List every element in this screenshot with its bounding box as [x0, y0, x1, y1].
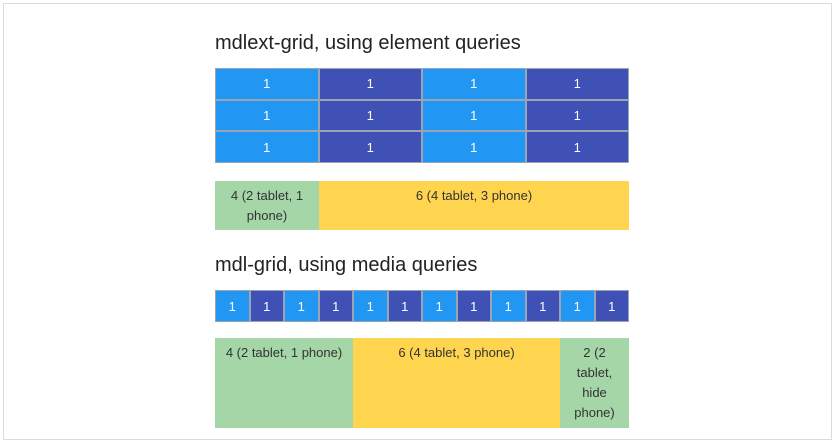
media-queries-mixed-row: 4 (2 tablet, 1 phone) 6 (4 tablet, 3 pho… [215, 338, 629, 428]
grid-cell: 1 [318, 290, 353, 322]
grid-cell: 1 [594, 290, 629, 322]
grid-cell: 1 [422, 99, 526, 132]
grid-cell: 1 [525, 131, 629, 163]
grid-cell: 1 [215, 290, 250, 322]
span-6-block: 6 (4 tablet, 3 phone) [353, 338, 560, 428]
span-2-block: 2 (2 tablet, hide phone) [560, 338, 629, 428]
grid-cell: 1 [560, 290, 595, 322]
grid-cell: 1 [284, 290, 319, 322]
element-queries-mixed-row: 4 (2 tablet, 1 phone) 6 (4 tablet, 3 pho… [215, 181, 629, 230]
grid-cell: 1 [215, 68, 319, 100]
span-4-block: 4 (2 tablet, 1 phone) [215, 181, 319, 230]
media-queries-grid: 1 1 1 1 1 1 1 1 1 1 1 1 [215, 290, 629, 322]
span-6-block: 6 (4 tablet, 3 phone) [319, 181, 629, 230]
grid-cell: 1 [422, 131, 526, 163]
grid-cell: 1 [215, 99, 319, 132]
grid-cell: 1 [318, 68, 422, 100]
grid-cell: 1 [525, 68, 629, 100]
grid-cell: 1 [318, 131, 422, 163]
grid-cell: 1 [422, 290, 457, 322]
element-queries-grid: 1 1 1 1 1 1 1 1 1 1 1 1 [215, 68, 629, 163]
grid-cell: 1 [215, 131, 319, 163]
grid-cell: 1 [422, 68, 526, 100]
grid-cell: 1 [456, 290, 491, 322]
grid-cell: 1 [525, 290, 560, 322]
grid-cell: 1 [387, 290, 422, 322]
grid-cell: 1 [249, 290, 284, 322]
section-title-element-queries: mdlext-grid, using element queries [215, 32, 521, 54]
span-4-block: 4 (2 tablet, 1 phone) [215, 338, 353, 428]
grid-cell: 1 [353, 290, 388, 322]
grid-cell: 1 [318, 99, 422, 132]
grid-cell: 1 [491, 290, 526, 322]
grid-cell: 1 [525, 99, 629, 132]
demo-frame: mdlext-grid, using element queries 1 1 1… [3, 3, 832, 440]
section-title-media-queries: mdl-grid, using media queries [215, 254, 478, 276]
